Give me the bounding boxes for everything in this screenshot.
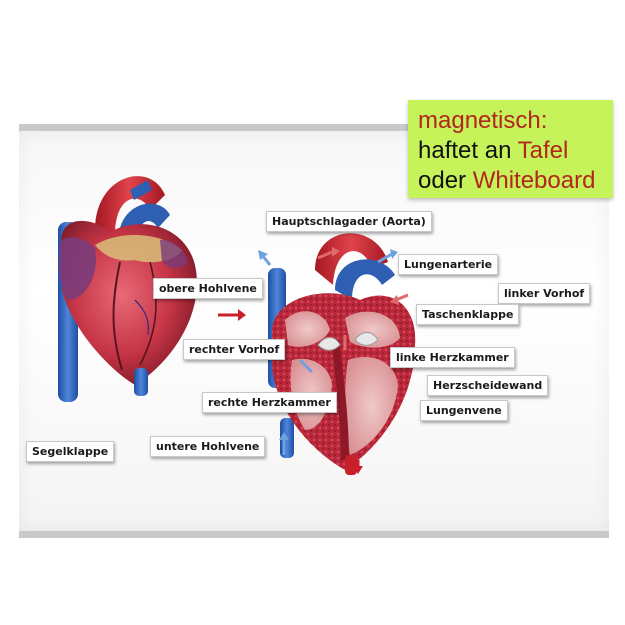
label-semilunar-valve: Taschenklappe xyxy=(416,304,520,325)
label-pulmonary-vein: Lungenvene xyxy=(420,400,508,421)
external-heart xyxy=(58,176,197,402)
promo-line3-text: oder xyxy=(418,167,473,194)
label-right-atrium: rechter Vorhof xyxy=(183,339,286,360)
promo-line3: oder Whiteboard xyxy=(418,166,613,196)
transition-arrow xyxy=(218,309,246,321)
magnetic-promo-box: magnetisch: haftet an Tafel oder Whitebo… xyxy=(408,100,613,198)
label-aorta: Hauptschlagader (Aorta) xyxy=(266,211,432,232)
promo-line2-highlight: Tafel xyxy=(517,137,569,164)
label-cusp-valve: Segelklappe xyxy=(26,441,115,462)
promo-line2-text: haftet an xyxy=(418,137,518,164)
label-pulmonary-artery: Lungenarterie xyxy=(398,254,499,275)
promo-line1: magnetisch: xyxy=(418,107,548,134)
flow-arrows xyxy=(258,247,409,474)
label-left-atrium: linker Vorhof xyxy=(498,283,591,304)
label-left-ventricle: linke Herzkammer xyxy=(390,347,515,368)
label-inferior-vena-cava: untere Hohlvene xyxy=(150,436,266,457)
promo-line3-highlight: Whiteboard xyxy=(472,167,596,194)
promo-line2: haftet an Tafel xyxy=(418,136,613,166)
label-superior-vena-cava: obere Hohlvene xyxy=(153,278,263,299)
label-septum: Herzscheidewand xyxy=(427,375,549,396)
label-right-ventricle: rechte Herzkammer xyxy=(202,392,337,413)
